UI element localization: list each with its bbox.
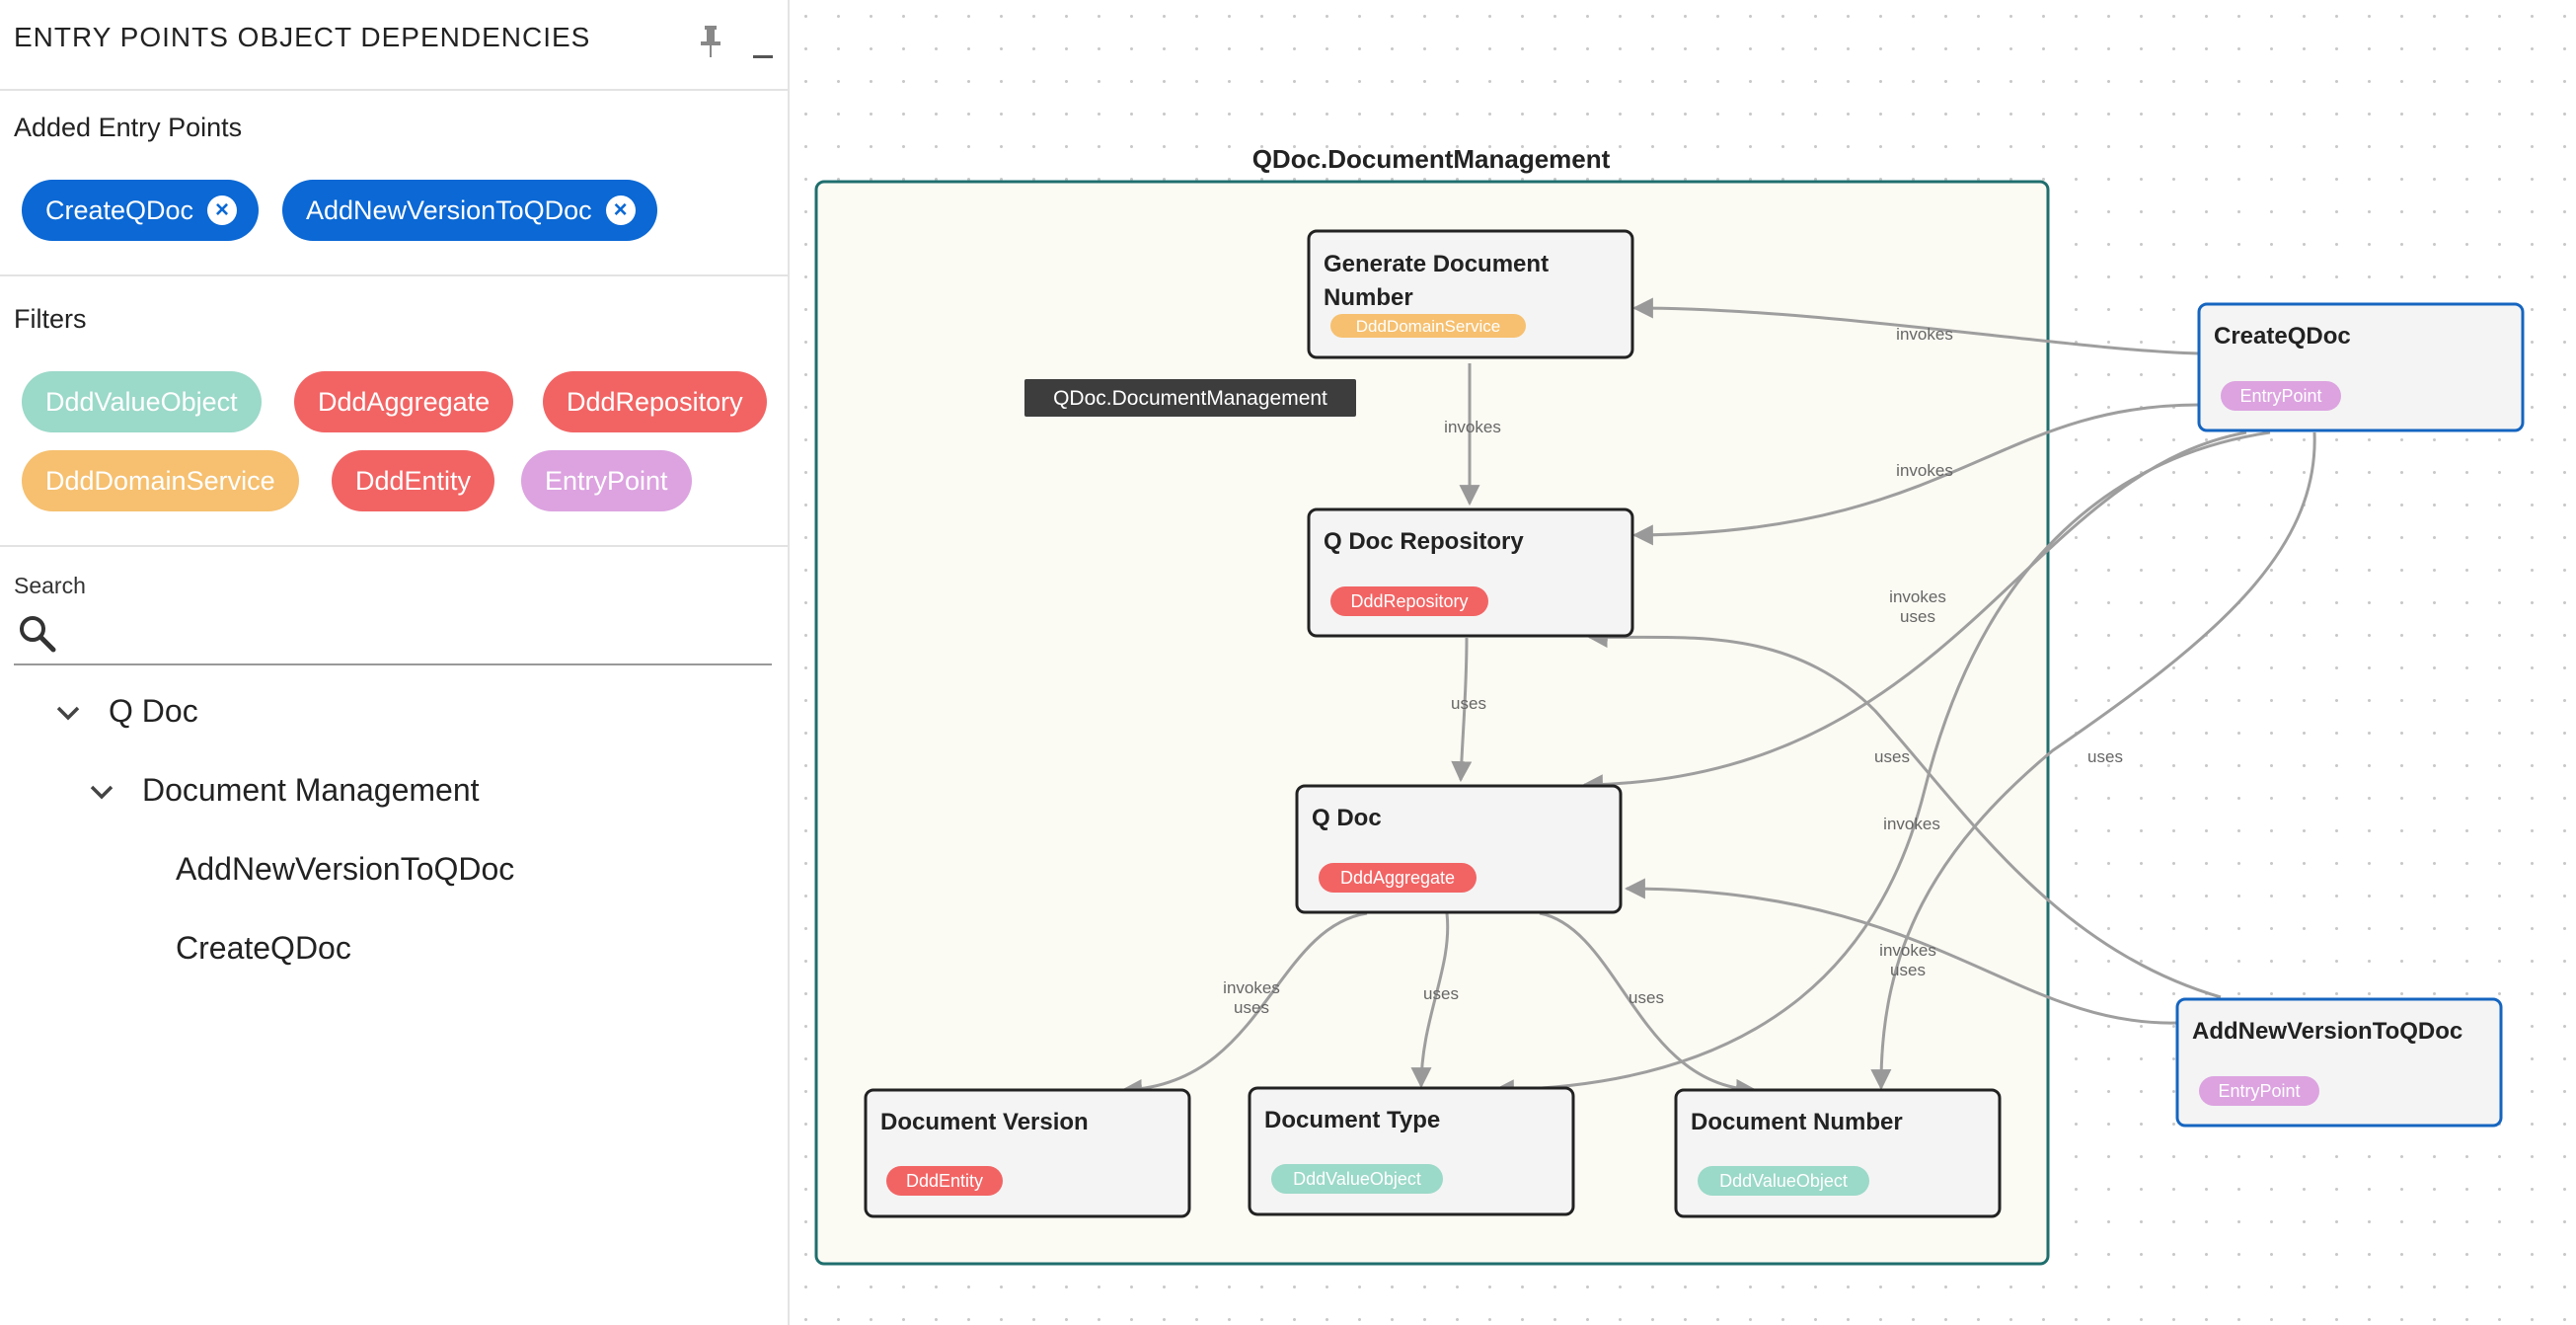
edge-label: uses	[1874, 747, 1910, 766]
search-icon	[20, 616, 56, 653]
edge-label: uses	[1234, 998, 1269, 1017]
filter-chip-dddentity[interactable]: DddEntity	[332, 450, 495, 511]
edge-label: uses	[1451, 694, 1486, 713]
panel-title: ENTRY POINTS OBJECT DEPENDENCIES	[14, 22, 591, 52]
edge-create-docnumber	[1870, 431, 2316, 1091]
edge-add-qdoc	[1624, 878, 2178, 1025]
dependency-graph: QDoc.DocumentManagement invokes invokes …	[814, 144, 2525, 1266]
edge-create-generate	[1631, 297, 2200, 355]
node-badge: DddRepository	[1350, 591, 1468, 611]
group-label: QDoc.DocumentManagement	[1252, 144, 1611, 174]
filters-title: Filters	[14, 304, 87, 334]
bounded-context-group[interactable]	[814, 180, 2050, 1266]
node-q-doc[interactable]: Q Doc DddAggregate	[1295, 784, 1623, 914]
entry-chip-label: AddNewVersionToQDoc	[306, 195, 592, 225]
filter-chip-ddddomainservice[interactable]: DddDomainService	[22, 450, 299, 511]
node-document-type[interactable]: Document Type DddValueObject	[1248, 1086, 1575, 1216]
node-badge: EntryPoint	[2218, 1081, 2300, 1101]
node-badge: DddEntity	[906, 1171, 983, 1191]
edge-label: uses	[1890, 961, 1926, 979]
node-title: Number	[1324, 284, 1413, 311]
edge-label: invokes	[1879, 941, 1936, 960]
node-title: AddNewVersionToQDoc	[2192, 1018, 2462, 1045]
edge-qdoc-type	[1410, 912, 1450, 1089]
edge-label: invokes	[1896, 325, 1953, 344]
filter-chip-dddaggregate[interactable]: DddAggregate	[294, 371, 514, 432]
node-generate-document-number[interactable]: Generate Document Number DddDomainServic…	[1307, 229, 1634, 359]
group-tooltip: QDoc.DocumentManagement	[1024, 379, 1356, 417]
edge-label: invokes	[1896, 461, 1953, 480]
tree-item-q-doc[interactable]: Q Doc	[109, 693, 198, 729]
edge-repo-qdoc	[1451, 637, 1473, 783]
divider	[0, 89, 790, 91]
divider	[0, 545, 790, 547]
node-title: Document Type	[1264, 1107, 1440, 1133]
entry-points-panel: ENTRY POINTS OBJECT DEPENDENCIES Added E…	[0, 0, 790, 1325]
node-title: Q Doc	[1312, 805, 1382, 831]
entry-chip-addnewversiontoqdoc[interactable]: AddNewVersionToQDoc ×	[282, 180, 657, 241]
edge-label: invokes	[1889, 587, 1946, 606]
node-badge: EntryPoint	[2239, 386, 2321, 406]
edge-qdoc-number	[1539, 911, 1758, 1100]
tree-item-addnewversiontoqdoc[interactable]: AddNewVersionToQDoc	[176, 851, 515, 887]
node-badge: DddAggregate	[1340, 868, 1455, 888]
node-badge: DddValueObject	[1719, 1171, 1848, 1191]
chevron-down-icon[interactable]	[55, 705, 81, 721]
edge-label: invokes	[1883, 815, 1940, 833]
graph-canvas[interactable]: QDoc.DocumentManagement invokes invokes …	[790, 0, 2576, 1325]
edge-label: uses	[1629, 988, 1664, 1007]
pin-icon[interactable]	[696, 24, 725, 59]
node-document-version[interactable]: Document Version DddEntity	[864, 1088, 1191, 1218]
edge-qdoc-version	[1120, 911, 1368, 1100]
node-title: Generate Document	[1324, 251, 1549, 277]
entry-chip-createqdoc[interactable]: CreateQDoc ×	[22, 180, 260, 241]
node-createqdoc[interactable]: CreateQDoc EntryPoint	[2197, 302, 2525, 432]
close-circle-icon[interactable]: ×	[207, 195, 238, 225]
node-badge: DddDomainService	[1356, 317, 1500, 336]
edges	[1120, 297, 2316, 1101]
edge-label: uses	[1900, 607, 1935, 626]
divider	[0, 274, 790, 276]
node-document-number[interactable]: Document Number DddValueObject	[1674, 1088, 2002, 1218]
added-entry-points-title: Added Entry Points	[14, 113, 243, 142]
chevron-down-icon[interactable]	[89, 784, 114, 800]
filter-chip-dddvalueobject[interactable]: DddValueObject	[22, 371, 262, 432]
node-q-doc-repository[interactable]: Q Doc Repository DddRepository	[1307, 507, 1634, 638]
search-input[interactable]	[65, 612, 774, 658]
close-circle-icon[interactable]: ×	[605, 195, 636, 225]
entry-chip-label: CreateQDoc	[45, 195, 194, 225]
edge-create-repo	[1631, 403, 2200, 546]
node-addnewversiontoqdoc[interactable]: AddNewVersionToQDoc EntryPoint	[2175, 997, 2503, 1128]
edge-add-repo	[1586, 627, 2222, 999]
search-underline	[14, 663, 772, 665]
node-title: Q Doc Repository	[1324, 528, 1524, 555]
filter-chip-dddrepository[interactable]: DddRepository	[543, 371, 767, 432]
node-title: CreateQDoc	[2214, 323, 2351, 350]
tooltip-text: QDoc.DocumentManagement	[1053, 387, 1327, 410]
edge-label: uses	[1423, 984, 1459, 1003]
minimize-icon[interactable]	[753, 55, 773, 58]
search-label: Search	[14, 573, 86, 598]
edge-create-doctype	[1492, 430, 2271, 1101]
edge-label: invokes	[1444, 418, 1501, 436]
node-title: Document Version	[880, 1109, 1089, 1135]
node-title: Document Number	[1691, 1109, 1903, 1135]
tree-item-createqdoc[interactable]: CreateQDoc	[176, 930, 351, 966]
tree-item-document-management[interactable]: Document Management	[142, 772, 480, 808]
node-badge: DddValueObject	[1293, 1169, 1421, 1189]
filter-chip-entrypoint[interactable]: EntryPoint	[521, 450, 692, 511]
edge-label: uses	[2087, 747, 2123, 766]
edge-label: invokes	[1223, 978, 1280, 997]
